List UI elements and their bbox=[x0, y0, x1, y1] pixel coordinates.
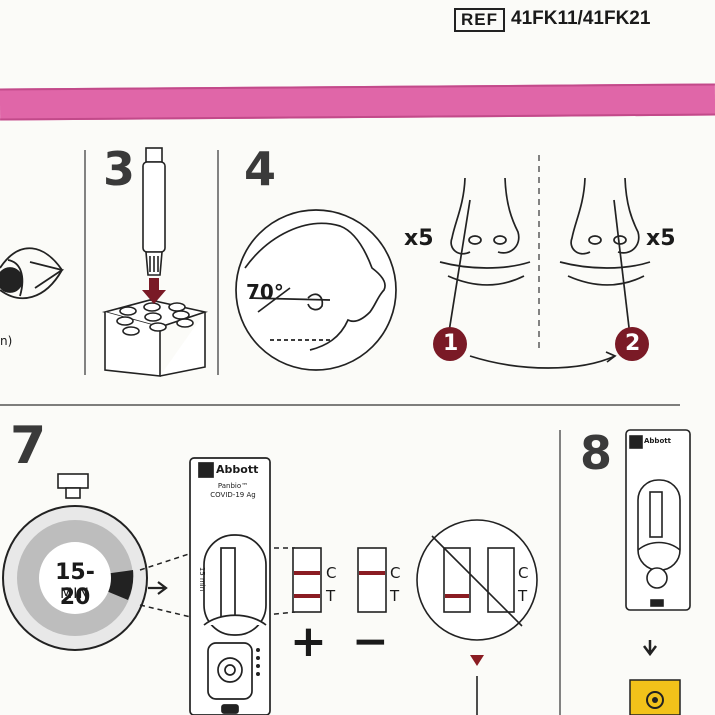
tube-rack-icon bbox=[101, 299, 209, 377]
biohazard-bin-icon bbox=[629, 679, 681, 715]
invalid-t-line bbox=[445, 594, 469, 598]
result-negative bbox=[357, 547, 387, 613]
nostril-2-badge bbox=[615, 327, 649, 361]
negative-c-line bbox=[359, 571, 385, 575]
step-8-number: 8 bbox=[580, 426, 613, 480]
repeat-left-label: x5 bbox=[404, 226, 434, 251]
result-invalid bbox=[416, 519, 538, 641]
invalid-marker-icon bbox=[470, 655, 484, 666]
timer-unit: MIN bbox=[60, 586, 90, 602]
left-fragment-text: n) bbox=[0, 334, 13, 348]
timer-value: 15-20 bbox=[55, 560, 95, 610]
device-brand: Abbott bbox=[216, 463, 259, 476]
disposal-device-icon bbox=[625, 429, 691, 611]
negative-c-label: C bbox=[390, 564, 401, 582]
swab-tube-icon bbox=[142, 147, 166, 276]
device-test: COVID-19 Ag bbox=[210, 491, 256, 499]
nostril-1-label: 1 bbox=[443, 331, 459, 356]
step-4-number: 4 bbox=[244, 142, 277, 196]
positive-t-line bbox=[294, 594, 320, 598]
positive-c-line bbox=[294, 571, 320, 575]
right-arrow-icon bbox=[148, 581, 168, 595]
down-arrow-small-icon bbox=[643, 640, 657, 657]
nose-left-icon bbox=[439, 177, 531, 339]
nose-right-icon bbox=[469, 177, 651, 369]
nostril-2-label: 2 bbox=[625, 331, 641, 356]
down-arrow-icon bbox=[142, 278, 166, 304]
positive-c-label: C bbox=[326, 564, 337, 582]
result-positive bbox=[292, 547, 322, 613]
repeat-right-label: x5 bbox=[646, 226, 676, 251]
angle-label: 70° bbox=[246, 280, 284, 304]
step-3-number: 3 bbox=[103, 142, 136, 196]
head-tilt-icon bbox=[235, 209, 397, 371]
ref-label: REF bbox=[454, 8, 505, 32]
device-mark: 15 min bbox=[198, 566, 207, 592]
negative-sign: − bbox=[352, 616, 389, 667]
device-dots bbox=[256, 648, 260, 676]
invalid-c-label: C bbox=[518, 564, 529, 582]
invalid-t-label: T bbox=[518, 587, 528, 605]
positive-t-label: T bbox=[326, 587, 336, 605]
stopwatch-icon bbox=[2, 473, 148, 651]
eye-icon bbox=[0, 247, 65, 299]
test-device-icon bbox=[189, 457, 271, 715]
step8-device-brand: Abbott bbox=[644, 437, 671, 445]
step-7-number: 7 bbox=[10, 416, 47, 476]
ref-code: 41FK11/41FK21 bbox=[511, 8, 651, 29]
device-product: Panbio™ bbox=[217, 482, 249, 490]
negative-t-label: T bbox=[390, 587, 400, 605]
positive-sign: + bbox=[290, 616, 327, 667]
nostril-1-badge bbox=[433, 327, 467, 361]
